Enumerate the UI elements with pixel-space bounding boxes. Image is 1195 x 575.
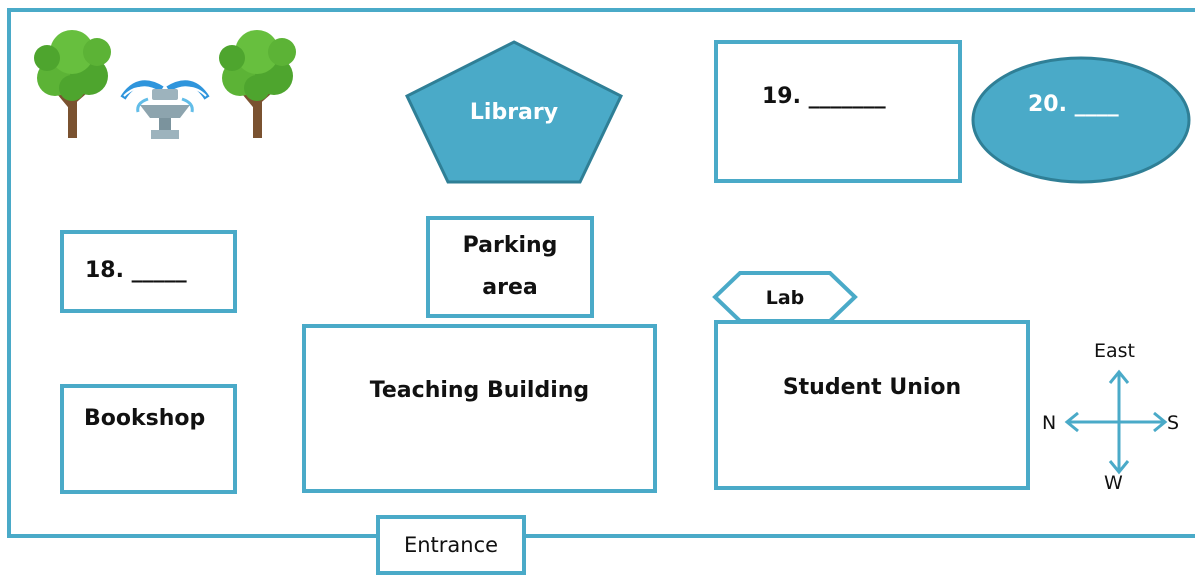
blank-18-label: 18. _____: [85, 258, 187, 283]
compass-west-label: W: [1104, 472, 1123, 494]
tree-icon: [219, 30, 296, 138]
student-union-label: Student Union: [782, 375, 962, 400]
compass-north-label: N: [1042, 412, 1057, 434]
teaching-building-box: Teaching Building: [302, 324, 657, 493]
student-union-box: Student Union: [714, 320, 1030, 490]
parking-label-line1: Parking: [462, 233, 558, 258]
bookshop-box: Bookshop: [60, 384, 237, 494]
entrance-label: Entrance: [403, 533, 499, 557]
tree-icon: [34, 30, 111, 138]
library-label: Library: [469, 99, 559, 125]
entrance-box: Entrance: [376, 515, 526, 575]
fountain-icon: [120, 80, 210, 139]
teaching-building-label: Teaching Building: [369, 378, 590, 403]
bookshop-label: Bookshop: [84, 406, 206, 431]
answer-ellipse-20: [971, 56, 1191, 184]
compass-south-label: S: [1167, 412, 1180, 434]
compass-arrows-icon: [1064, 369, 1168, 475]
compass-east-label: East: [1094, 340, 1135, 362]
lab-label: Lab: [765, 287, 805, 309]
blank-20-label: 20. ____: [1028, 92, 1119, 117]
parking-label-line2: area: [482, 275, 538, 300]
parking-area-box: Parking area: [426, 216, 594, 318]
campus-boundary: [7, 8, 1195, 538]
answer-box-19: 19. _______: [714, 40, 962, 183]
answer-box-18: 18. _____: [60, 230, 237, 313]
library-pentagon: [405, 40, 623, 184]
blank-19-label: 19. _______: [762, 84, 886, 109]
